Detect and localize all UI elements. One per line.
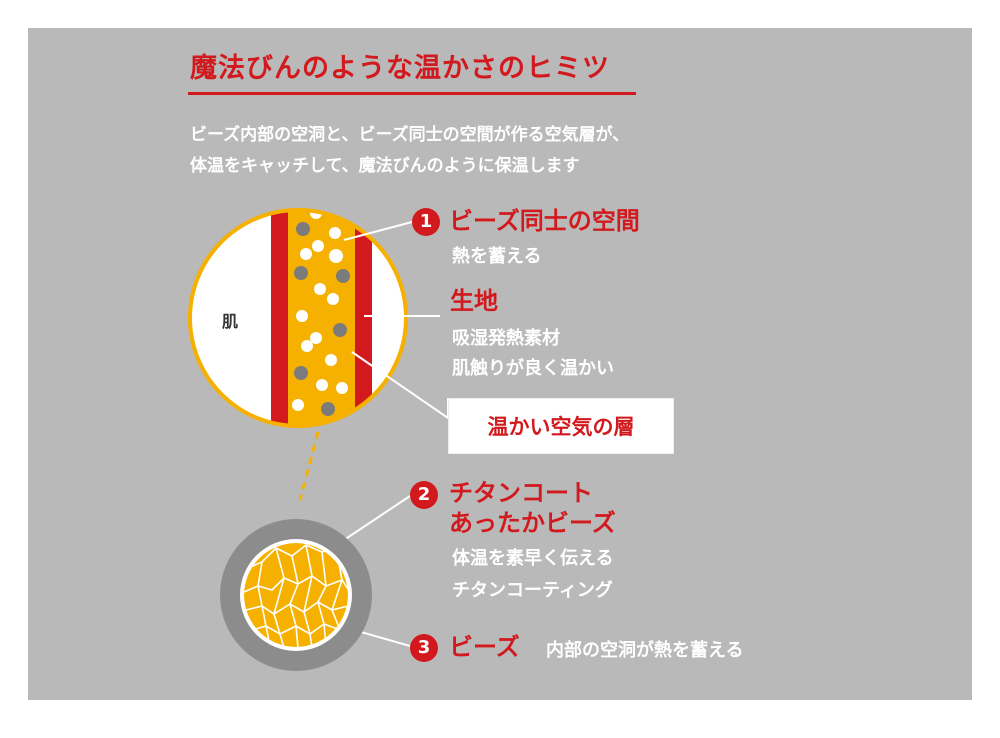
fabric-layer-outer [355,211,372,425]
skin-label: 肌 [222,312,239,331]
fabric-title: 生地 [450,287,498,315]
bead-dots [292,211,350,416]
titanium-desc-2: チタンコーティング [452,580,613,601]
titanium-bead [220,519,372,671]
number-badge-3: 3 [410,634,438,662]
intro-line-1: ビーズ内部の空洞と、ビーズ同士の空間が作る空気層が、 [190,125,630,145]
titanium-bead-title-2: あったかビーズ [449,509,616,537]
bead-gap-desc: 熱を蓄える [452,246,542,267]
intro-line-2: 体温をキャッチして、魔法びんのように保温します [190,156,580,176]
title-underline [188,92,636,95]
page-title: 魔法びんのような温かさのヒミツ [190,53,610,84]
bead-title: ビーズ [449,633,520,661]
bead-gap-title: ビーズ同士の空間 [449,207,640,235]
titanium-desc-1: 体温を素早く伝える [452,548,614,569]
bead-desc: 内部の空洞が熱を蓄える [546,640,744,661]
titanium-bead-title-1: チタンコート [449,479,593,507]
fabric-desc-1: 吸湿発熱素材 [452,328,560,349]
warm-air-layer-box: 温かい空気の層 [448,398,674,454]
intro-text: ビーズ内部の空洞と、ビーズ同士の空間が作る空気層が、 体温をキャッチして、魔法び… [190,120,629,182]
fabric-desc-2: 肌触りが良く温かい [452,358,614,379]
number-badge-2: 2 [410,481,438,509]
fabric-layer-inner [271,211,288,425]
zoom-connector [298,431,320,501]
background-panel [28,28,972,700]
number-badge-1: 1 [412,208,440,236]
bead-core [244,543,348,647]
magnified-fabric-circle [188,208,408,428]
